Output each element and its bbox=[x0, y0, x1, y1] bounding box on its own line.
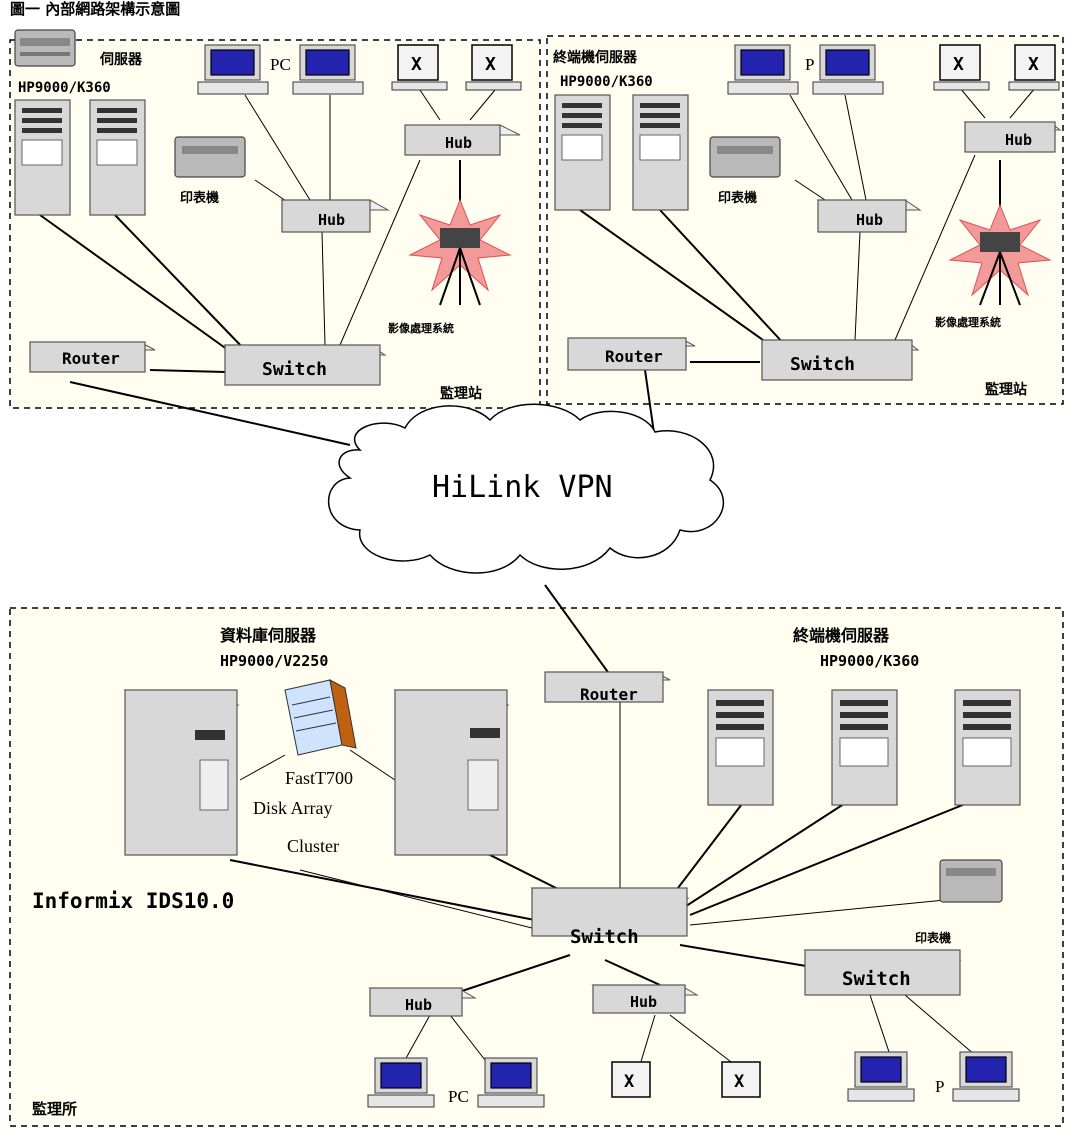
server-tower-icon bbox=[554, 94, 611, 211]
page-title: 圖一 內部網路架構示意圖 bbox=[10, 0, 180, 18]
router-icon bbox=[29, 341, 156, 373]
hub-icon bbox=[404, 124, 521, 156]
image-system-label: 影像處理系統 bbox=[935, 315, 1001, 329]
hub-icon bbox=[591, 984, 699, 1014]
terminal-server-model: HP9000/K360 bbox=[820, 652, 919, 670]
switch-label: Switch bbox=[790, 354, 855, 375]
hub-label: Hub bbox=[630, 993, 657, 1011]
disk-array-icon bbox=[239, 679, 396, 781]
printer-icon bbox=[174, 136, 246, 178]
station-label: 監理站 bbox=[440, 385, 482, 402]
vpn-cloud-icon bbox=[327, 403, 724, 574]
pc-label: P bbox=[935, 1077, 944, 1096]
hub-label: Hub bbox=[1005, 131, 1032, 149]
hub-icon bbox=[963, 121, 1062, 153]
image-system-label: 影像處理系統 bbox=[388, 321, 454, 335]
x-terminal-icon: X bbox=[933, 44, 990, 91]
switch-icon bbox=[530, 887, 690, 937]
x-terminal-icon: X bbox=[611, 1061, 651, 1098]
x-terminal-icon: X bbox=[391, 44, 448, 91]
server-tower-icon bbox=[831, 689, 898, 806]
hub-label: Hub bbox=[856, 211, 883, 229]
camera-icon bbox=[948, 203, 1052, 306]
hub-icon bbox=[368, 987, 477, 1017]
server-tower-icon bbox=[632, 94, 689, 211]
printer-label: 印表機 bbox=[915, 930, 951, 945]
database-label: Informix IDS10.0 bbox=[32, 889, 234, 913]
hub-icon bbox=[280, 199, 390, 233]
server-printer-icon bbox=[14, 29, 76, 67]
db-server-title: 資料庫伺服器 bbox=[220, 626, 317, 645]
disk-array-label: Cluster bbox=[287, 836, 339, 856]
server-tower-icon bbox=[954, 689, 1021, 806]
switch-label: Switch bbox=[570, 926, 639, 948]
server-model: HP9000/K360 bbox=[18, 80, 111, 96]
camera-icon bbox=[408, 198, 512, 306]
switch-icon bbox=[223, 344, 387, 386]
server-title: 終端機伺服器 bbox=[553, 49, 638, 66]
svg-text:X: X bbox=[624, 1072, 635, 1092]
printer-icon bbox=[939, 859, 1003, 903]
server-tower-icon bbox=[89, 99, 146, 216]
pc-icon bbox=[812, 44, 884, 95]
hub-label: Hub bbox=[445, 134, 472, 152]
pc-icon bbox=[727, 44, 799, 95]
x-terminal-icon: X bbox=[721, 1061, 761, 1098]
x-terminal-icon: X bbox=[465, 44, 522, 91]
office-label: 監理所 bbox=[32, 1100, 77, 1118]
server-tower-icon bbox=[707, 689, 774, 806]
svg-text:X: X bbox=[485, 54, 496, 75]
pc-icon bbox=[952, 1051, 1020, 1102]
site-bottom-box bbox=[9, 607, 1064, 1127]
router-label: Router bbox=[62, 349, 120, 368]
pc-icon bbox=[292, 44, 364, 95]
server-tower-icon bbox=[14, 99, 71, 216]
x-terminal-icon: X bbox=[1008, 44, 1060, 91]
printer-label: 印表機 bbox=[718, 190, 757, 206]
router-label: Router bbox=[580, 685, 638, 704]
pc-label: PC bbox=[270, 55, 291, 74]
db-server-icon bbox=[123, 689, 240, 856]
server-model: HP9000/K360 bbox=[560, 74, 653, 90]
svg-text:X: X bbox=[1028, 54, 1039, 75]
links bbox=[39, 87, 1036, 1066]
pc-icon bbox=[197, 44, 269, 95]
pc-icon bbox=[847, 1051, 915, 1102]
terminal-server-title: 終端機伺服器 bbox=[793, 626, 890, 645]
switch-label: Switch bbox=[262, 359, 327, 380]
hub-label: Hub bbox=[318, 211, 345, 229]
disk-array-label: FastT700 bbox=[285, 768, 353, 788]
db-server-icon bbox=[393, 689, 510, 856]
db-server-model: HP9000/V2250 bbox=[220, 652, 328, 670]
hub-icon bbox=[816, 199, 922, 233]
vpn-label: HiLink VPN bbox=[432, 470, 613, 505]
svg-text:X: X bbox=[411, 54, 422, 75]
pc-label: P bbox=[805, 55, 814, 74]
router-icon bbox=[567, 337, 696, 371]
svg-text:X: X bbox=[953, 54, 964, 75]
router-icon bbox=[544, 671, 671, 703]
hub-label: Hub bbox=[405, 996, 432, 1014]
printer-icon bbox=[709, 136, 781, 178]
station-label: 監理站 bbox=[985, 381, 1027, 398]
printer-label: 印表機 bbox=[180, 190, 219, 206]
server-title: 伺服器 bbox=[99, 51, 143, 68]
switch-label: Switch bbox=[842, 968, 911, 990]
switch-icon bbox=[803, 949, 962, 996]
pc-icon bbox=[477, 1057, 545, 1108]
switch-icon bbox=[760, 339, 920, 381]
svg-text:X: X bbox=[734, 1072, 745, 1092]
pc-icon bbox=[367, 1057, 435, 1108]
pc-label: PC bbox=[448, 1087, 469, 1106]
router-label: Router bbox=[605, 347, 663, 366]
disk-array-label: Disk Array bbox=[253, 798, 333, 818]
